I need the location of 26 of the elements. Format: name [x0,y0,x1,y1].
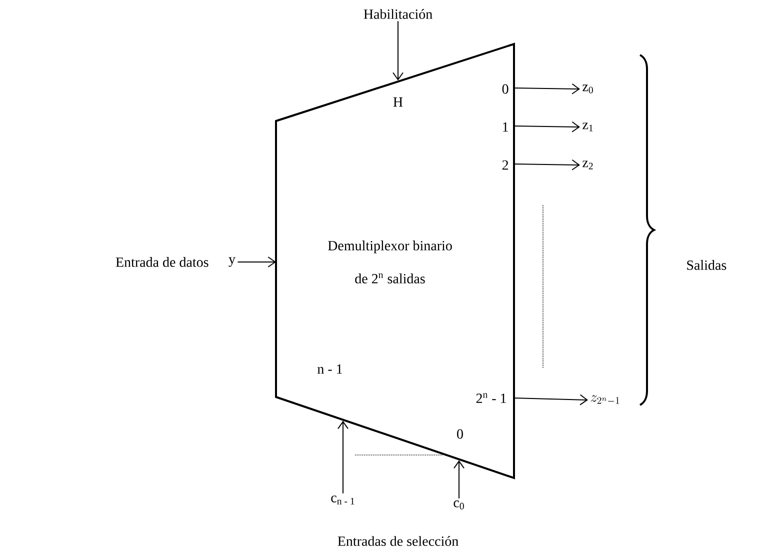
port-label: H [393,97,403,107]
group-label: Entradas de selección [338,536,458,546]
port-label: 2 [502,160,508,170]
arrow [514,394,588,406]
side-label: Entrada de datos [116,257,208,267]
signal-name: c$_{0}$ [454,500,464,510]
arrow [392,20,404,80]
arrow [514,121,580,132]
signal-name: z$_{0}$ [582,84,593,94]
port-label: n - 1 [318,364,342,374]
signal-name: $z_{2^{n} - 1}$ [590,395,620,404]
port-label: 2$^{n}$ - 1 [476,393,506,403]
signal-name: c$_{n - 1}$ [331,496,354,504]
arrow [514,159,580,170]
port-label: 0 [502,84,508,94]
arrow [338,420,348,494]
group-label: Salidas [687,260,726,270]
port-label: 1 [503,122,508,132]
signal-name: z$_{2}$ [582,160,593,170]
signal-name: z$_{1}$ [582,122,593,132]
port-label: 0 [457,429,463,439]
arrow [237,256,276,268]
arrow [514,83,580,94]
arrow [454,460,464,499]
signal-name: y [228,257,236,267]
input-label: Habilitación [364,9,432,19]
